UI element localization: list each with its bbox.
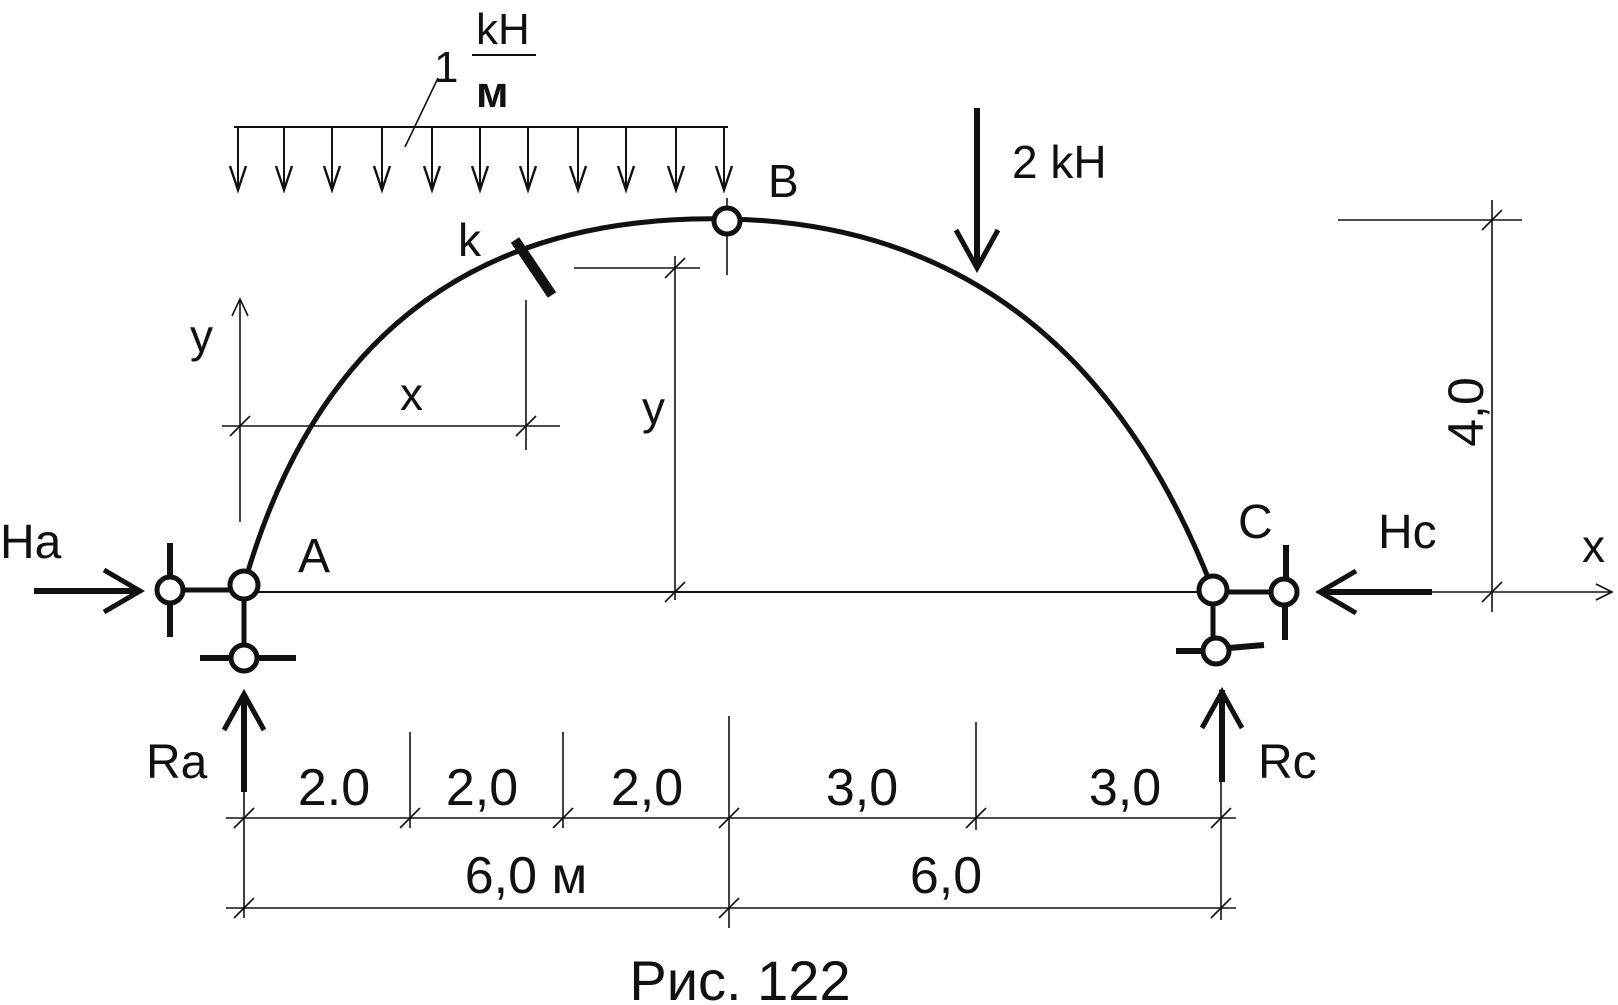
- load-arrow-head-4: [372, 165, 392, 194]
- reaction-hc: Hc: [1315, 506, 1437, 616]
- segment-label-5: 3,0: [1089, 759, 1161, 817]
- hinge-a: [227, 568, 261, 602]
- height-tick-bottom: [1481, 581, 1503, 603]
- section-k-label: k: [458, 214, 482, 266]
- segment-label-3: 2,0: [611, 759, 683, 817]
- load-value: 1: [434, 43, 458, 92]
- support-a-bottom-hinge: [228, 642, 260, 674]
- y-axis-label: y: [190, 310, 213, 362]
- y-coord-tick-top: [664, 257, 686, 279]
- segment-tick-4: [718, 807, 740, 829]
- reaction-hc-label: Hc: [1378, 506, 1437, 559]
- load-arrow-head-2: [274, 165, 294, 194]
- left-half-span-label: 6,0 м: [465, 847, 587, 905]
- x-coord-tick-left: [229, 415, 251, 437]
- load-arrow-head-1: [228, 165, 248, 194]
- y-axis: y: [190, 297, 249, 522]
- load-arrow-head-7: [518, 165, 538, 194]
- support-c-bottom-hinge: [1200, 635, 1232, 667]
- distributed-load: 1 kH м: [228, 5, 734, 194]
- x-axis-label: x: [1582, 520, 1605, 572]
- point-load-label: 2 kH: [1012, 136, 1107, 188]
- x-axis: x: [1432, 520, 1614, 601]
- reaction-rc: Rc: [1199, 686, 1317, 789]
- reaction-ra-arrowhead: [221, 688, 267, 732]
- reaction-ha: Ha: [0, 516, 145, 615]
- half-span-tick-2: [718, 897, 740, 919]
- load-leader-line: [404, 77, 439, 148]
- load-unit-denominator: м: [476, 68, 509, 117]
- half-span-tick-1: [233, 897, 255, 919]
- support-a: A: [154, 530, 330, 674]
- point-load: 2 kH: [953, 108, 1107, 274]
- reaction-rc-arrowhead: [1199, 686, 1245, 730]
- point-load-arrowhead: [953, 228, 1001, 274]
- reaction-ha-label: Ha: [0, 516, 62, 569]
- load-arrow-head-9: [616, 165, 636, 194]
- segment-label-4: 3,0: [826, 759, 898, 817]
- arch-curve: [241, 216, 1216, 591]
- support-c: C: [1176, 496, 1300, 667]
- x-coord-tick-right: [515, 415, 537, 437]
- load-arrow-head-8: [568, 165, 588, 194]
- y-coord-label: y: [642, 382, 665, 434]
- point-a-label: A: [298, 530, 330, 583]
- crown-hinge-b: [711, 205, 743, 237]
- height-dimension: 4,0: [1338, 200, 1522, 612]
- reaction-hc-arrowhead: [1315, 568, 1358, 616]
- segment-tick-2: [399, 807, 421, 829]
- figure-caption: Рис. 122: [629, 949, 850, 1005]
- reaction-ra-label: Ra: [146, 736, 208, 789]
- y-coord-tick-bottom: [664, 581, 686, 603]
- reaction-ra: Ra: [146, 688, 267, 792]
- reaction-ha-arrowhead: [102, 567, 145, 615]
- segment-label-2: 2,0: [446, 759, 518, 817]
- load-arrow-head-11: [714, 165, 734, 194]
- load-arrow-head-5: [422, 165, 442, 194]
- section-k-mark: [510, 237, 557, 298]
- load-unit-numerator: kH: [476, 5, 530, 54]
- segment-tick-3: [552, 807, 574, 829]
- support-c-side-hinge: [1268, 576, 1300, 608]
- x-coord-label: x: [400, 368, 423, 420]
- half-span-tick-3: [1210, 897, 1232, 919]
- y-coordinate-dimension: y: [574, 256, 700, 603]
- load-arrow-head-10: [666, 165, 686, 194]
- span-dimensions: 2.0 2,0 2,0 3,0 3,0 6,0 м 6,0: [226, 716, 1236, 928]
- distributed-load-arrows: [228, 127, 734, 194]
- hinge-c: [1196, 573, 1230, 607]
- right-half-span-label: 6,0: [910, 847, 982, 905]
- segment-tick-5: [965, 807, 987, 829]
- height-label: 4,0: [1438, 377, 1494, 447]
- height-tick-top: [1481, 209, 1503, 231]
- support-a-side-hinge: [154, 574, 186, 606]
- point-c-label: C: [1238, 496, 1273, 549]
- load-arrow-head-3: [322, 165, 342, 194]
- segment-tick-1: [233, 807, 255, 829]
- y-axis-arrowhead: [231, 297, 249, 317]
- point-b-label: B: [768, 155, 799, 207]
- segment-tick-6: [1210, 807, 1232, 829]
- x-axis-arrowhead: [1595, 583, 1614, 601]
- segment-label-1: 2.0: [298, 759, 370, 817]
- support-c-bottom-bar-right: [1228, 642, 1265, 651]
- load-arrow-head-6: [470, 165, 490, 194]
- reaction-rc-label: Rc: [1258, 736, 1317, 789]
- x-coordinate-dimension: x: [222, 300, 560, 450]
